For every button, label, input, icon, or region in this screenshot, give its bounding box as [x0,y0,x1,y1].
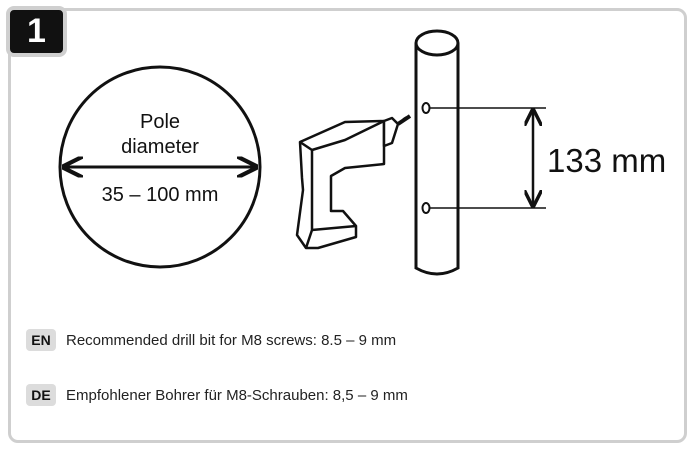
language-tag-de: DE [26,384,56,406]
instruction-text-de: Empfohlener Bohrer für M8-Schrauben: 8,5… [66,386,408,404]
pole-label-line1: Pole [140,111,180,133]
diameter-circle-icon [58,65,262,269]
instruction-row-de: DE Empfohlener Bohrer für M8-Schrauben: … [26,383,408,407]
panel-frame [8,8,687,443]
pole-diameter-range: 35 – 100 mm [102,184,219,206]
instruction-text-en: Recommended drill bit for M8 screws: 8.5… [66,331,397,349]
hole-spacing-label: 133 mm [547,142,666,179]
dimension-arrow-icon [429,107,546,209]
drill-icon [295,114,412,250]
pole-label-line2: diameter [121,136,199,158]
pole-icon [414,29,460,276]
language-tag-en: EN [26,329,56,351]
instruction-row-en: EN Recommended drill bit for M8 screws: … [26,328,396,352]
step-number-badge: 1 [6,6,67,57]
